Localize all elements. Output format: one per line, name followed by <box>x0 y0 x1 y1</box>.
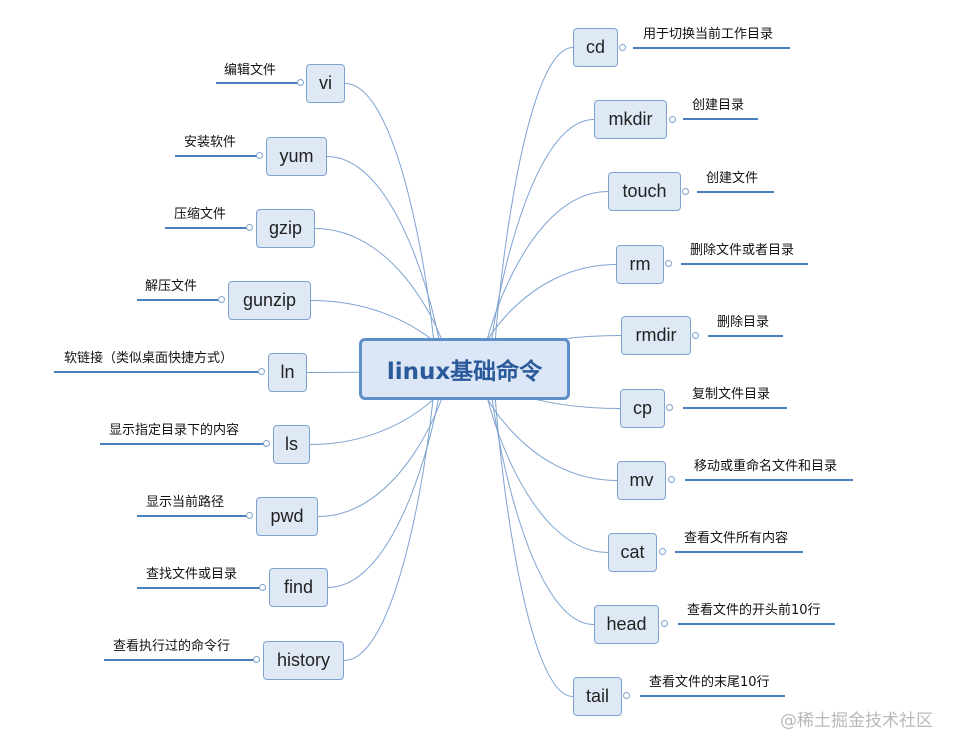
label-tail: 查看文件的末尾10行 <box>649 675 770 690</box>
knob-gunzip[interactable] <box>218 296 225 303</box>
underline-find <box>137 587 262 589</box>
knob-tail[interactable] <box>623 692 630 699</box>
node-cd[interactable]: cd <box>573 28 618 67</box>
node-rmdir[interactable]: rmdir <box>621 316 691 355</box>
connector-vi <box>344 83 436 370</box>
knob-touch[interactable] <box>682 188 689 195</box>
label-head: 查看文件的开头前10行 <box>687 603 821 618</box>
node-tail[interactable]: tail <box>573 677 622 716</box>
node-history[interactable]: history <box>263 641 344 680</box>
knob-yum[interactable] <box>256 152 263 159</box>
underline-yum <box>175 155 259 157</box>
knob-mkdir[interactable] <box>669 116 676 123</box>
knob-cat[interactable] <box>659 548 666 555</box>
node-pwd[interactable]: pwd <box>256 497 318 536</box>
connector-find <box>327 368 443 588</box>
underline-touch <box>697 191 774 193</box>
node-rm[interactable]: rm <box>616 245 664 284</box>
node-ln[interactable]: ln <box>268 353 307 392</box>
node-gunzip[interactable]: gunzip <box>228 281 311 320</box>
knob-head[interactable] <box>661 620 668 627</box>
connector-head <box>489 368 595 625</box>
connector-history <box>343 368 436 661</box>
label-cd: 用于切换当前工作目录 <box>643 27 774 42</box>
underline-cp <box>683 407 787 409</box>
root-node[interactable]: linux基础命令 <box>359 338 570 400</box>
label-cp: 复制文件目录 <box>692 387 771 402</box>
label-rm: 删除文件或者目录 <box>690 243 795 258</box>
underline-vi <box>216 82 300 84</box>
knob-gzip[interactable] <box>246 224 253 231</box>
underline-cd <box>633 47 790 49</box>
label-gunzip: 解压文件 <box>145 279 198 294</box>
knob-find[interactable] <box>259 584 266 591</box>
underline-ln <box>54 371 261 373</box>
underline-ls <box>100 443 266 445</box>
connector-cd <box>493 47 574 370</box>
label-touch: 创建文件 <box>706 171 759 186</box>
knob-rmdir[interactable] <box>692 332 699 339</box>
underline-rm <box>681 263 808 265</box>
node-gzip[interactable]: gzip <box>256 209 315 248</box>
knob-mv[interactable] <box>668 476 675 483</box>
knob-rm[interactable] <box>665 260 672 267</box>
node-cat[interactable]: cat <box>608 533 657 572</box>
node-vi[interactable]: vi <box>306 64 345 103</box>
label-yum: 安装软件 <box>184 135 237 150</box>
knob-vi[interactable] <box>297 79 304 86</box>
knob-pwd[interactable] <box>246 512 253 519</box>
label-mv: 移动或重命名文件和目录 <box>694 459 838 474</box>
connector-mkdir <box>488 119 595 370</box>
label-vi: 编辑文件 <box>224 63 277 78</box>
underline-tail <box>640 695 785 697</box>
underline-mv <box>685 479 853 481</box>
node-touch[interactable]: touch <box>608 172 681 211</box>
node-find[interactable]: find <box>269 568 328 607</box>
knob-ln[interactable] <box>258 368 265 375</box>
label-rmdir: 删除目录 <box>717 315 770 330</box>
underline-pwd <box>137 515 249 517</box>
knob-cd[interactable] <box>619 44 626 51</box>
label-cat: 查看文件所有内容 <box>684 531 789 546</box>
node-head[interactable]: head <box>594 605 659 644</box>
knob-cp[interactable] <box>666 404 673 411</box>
label-pwd: 显示当前路径 <box>146 495 225 510</box>
knob-history[interactable] <box>253 656 260 663</box>
label-gzip: 压缩文件 <box>174 207 227 222</box>
label-find: 查找文件或目录 <box>146 567 238 582</box>
label-mkdir: 创建目录 <box>692 98 745 113</box>
label-ls: 显示指定目录下的内容 <box>109 423 240 438</box>
knob-ls[interactable] <box>263 440 270 447</box>
underline-gunzip <box>137 299 221 301</box>
underline-history <box>104 659 256 661</box>
underline-cat <box>675 551 803 553</box>
node-mkdir[interactable]: mkdir <box>594 100 667 139</box>
node-mv[interactable]: mv <box>617 461 666 500</box>
underline-mkdir <box>683 118 758 120</box>
watermark: @稀土掘金技术社区 <box>780 711 933 731</box>
label-ln: 软链接（类似桌面快捷方式） <box>64 351 234 366</box>
node-cp[interactable]: cp <box>620 389 665 428</box>
underline-gzip <box>165 227 249 229</box>
connector-tail <box>493 368 574 697</box>
underline-head <box>678 623 835 625</box>
underline-rmdir <box>708 335 783 337</box>
label-history: 查看执行过的命令行 <box>113 639 231 654</box>
node-yum[interactable]: yum <box>266 137 327 176</box>
node-ls[interactable]: ls <box>273 425 310 464</box>
